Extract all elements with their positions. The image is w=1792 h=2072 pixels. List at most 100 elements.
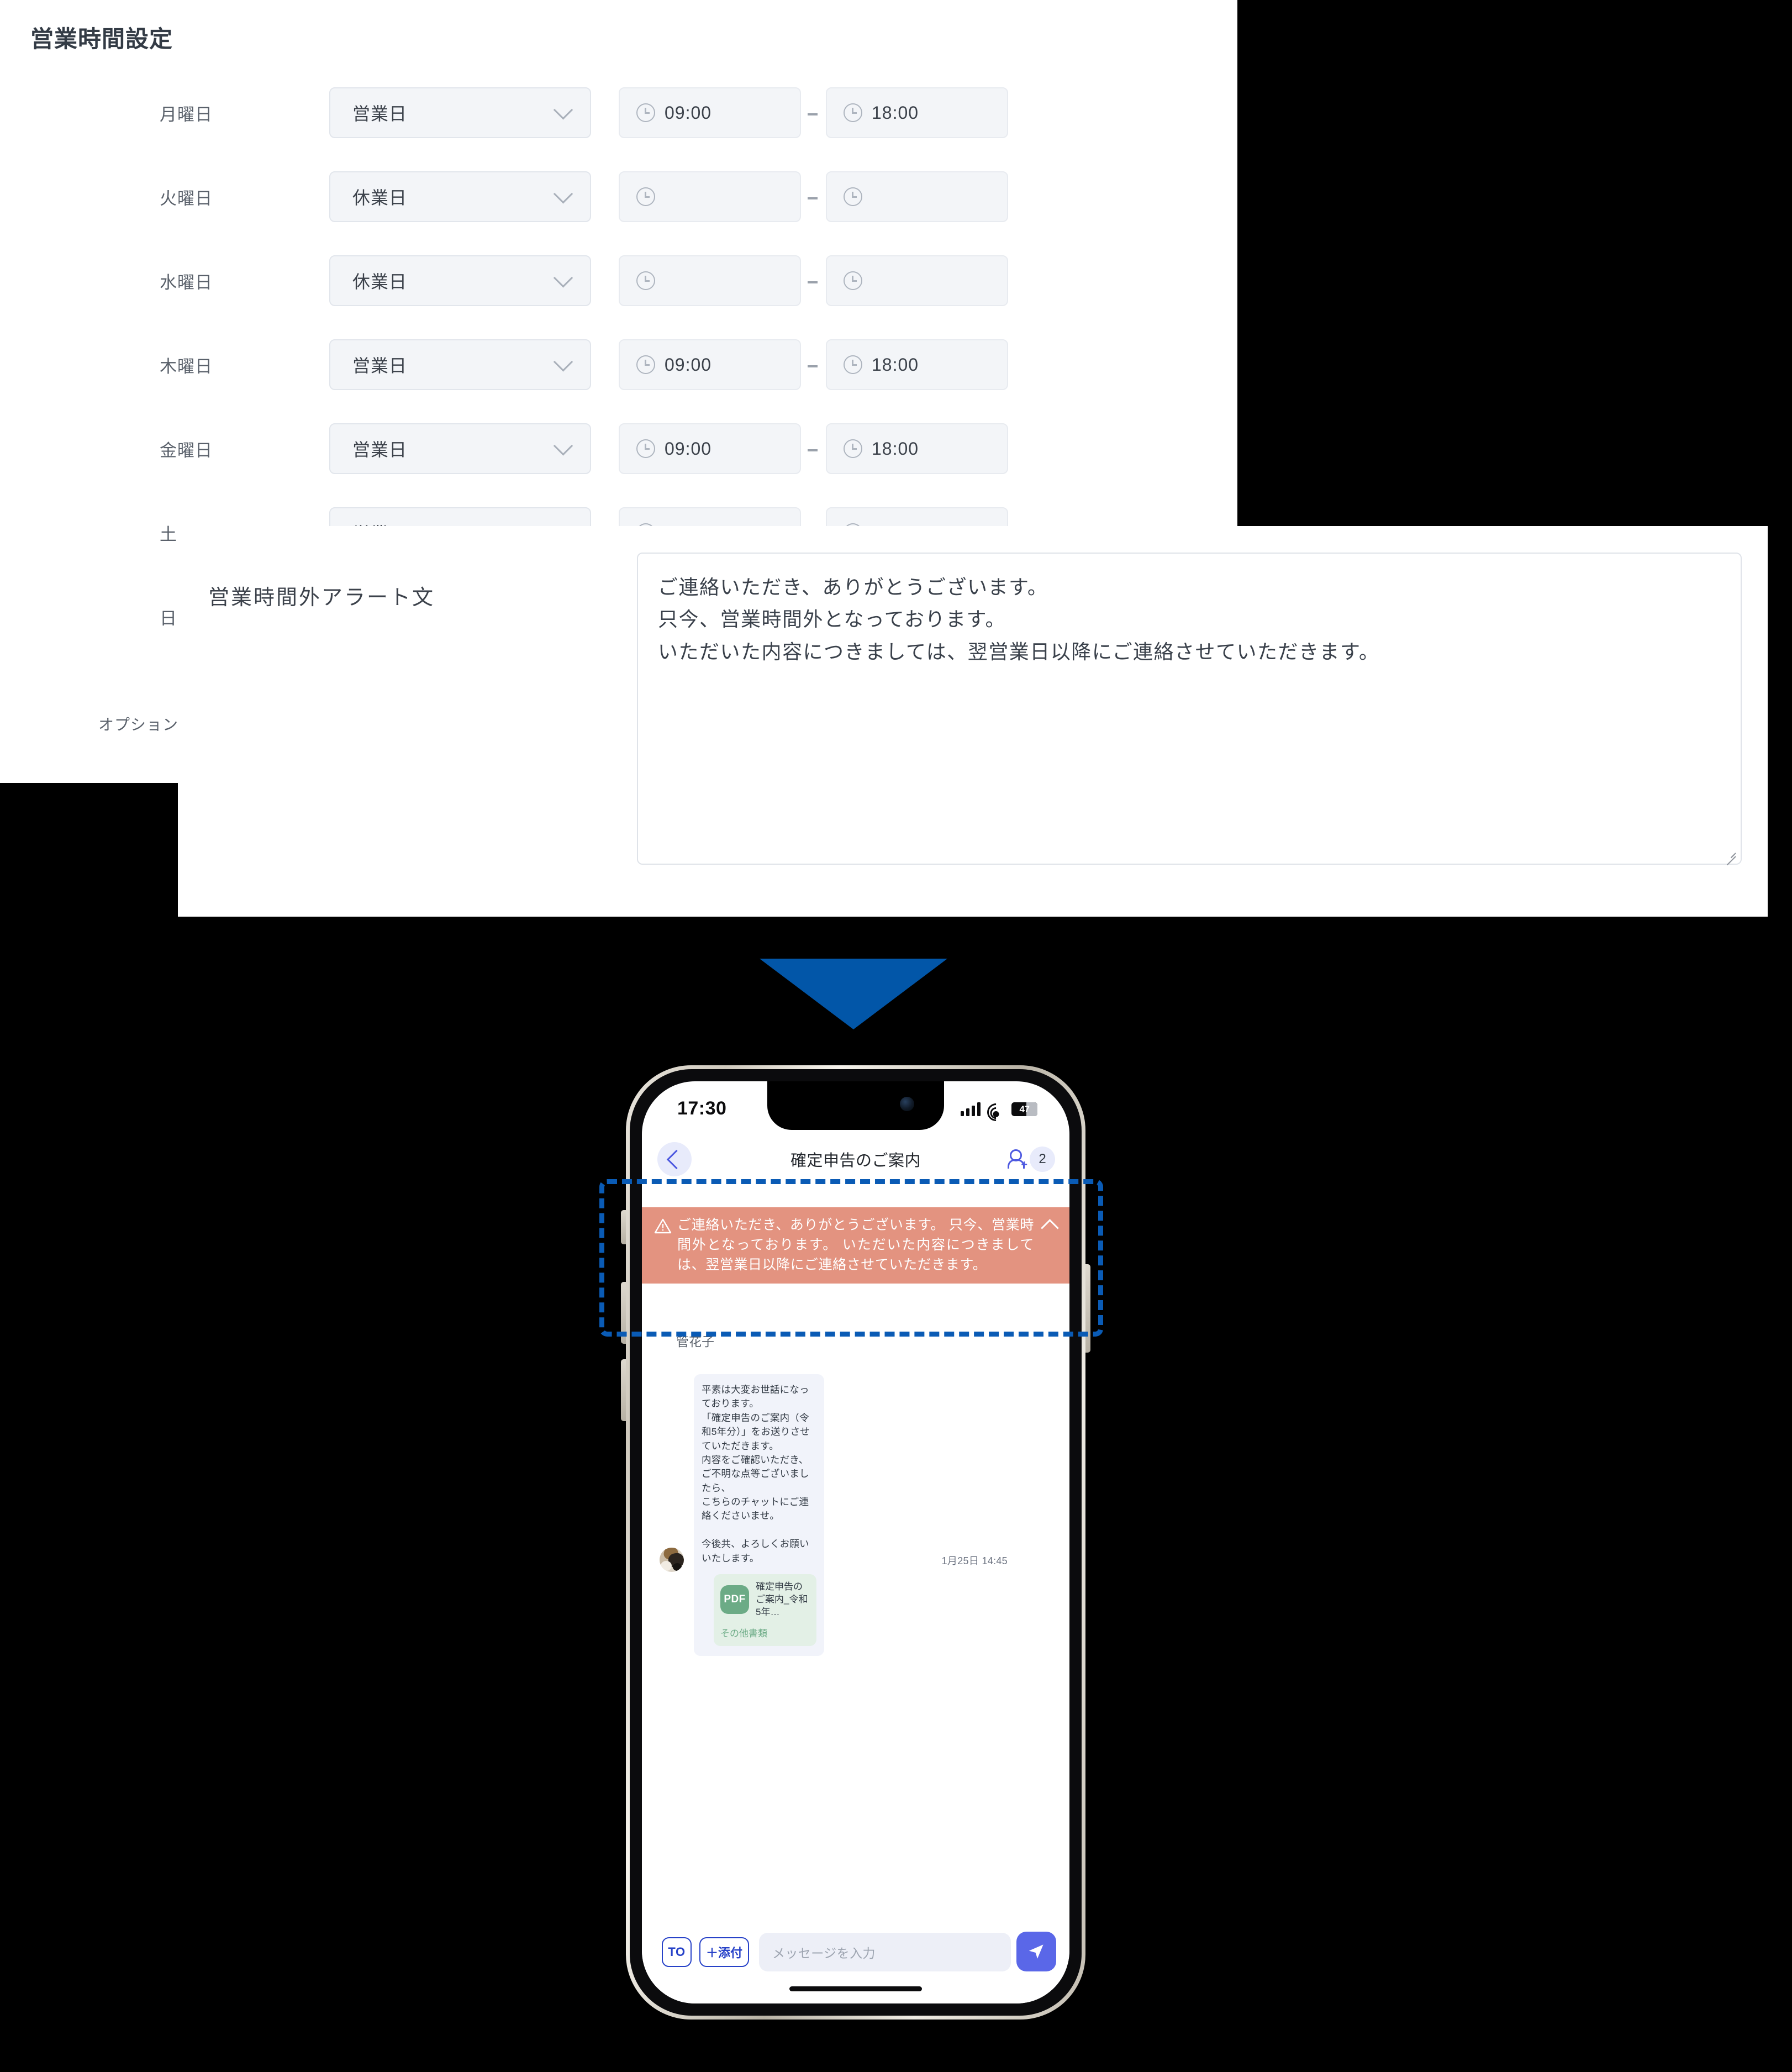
message-bubble[interactable]: 平素は大変お世話になっております。 「確定申告のご案内（令和5年分）」をお送りさ… xyxy=(694,1374,824,1656)
table-row: 月曜日 営業日 09:00 18:00 xyxy=(0,71,1237,155)
attach-file-button[interactable]: ＋添付 xyxy=(699,1937,749,1967)
phone-volume-down-button[interactable] xyxy=(621,1359,626,1421)
start-time-input-friday[interactable]: 09:00 xyxy=(619,423,801,474)
status-select-monday[interactable]: 営業日 xyxy=(329,87,591,138)
cellular-signal-icon xyxy=(961,1102,981,1116)
end-time-input-wednesday[interactable] xyxy=(826,255,1008,306)
phone-silent-switch[interactable] xyxy=(621,1210,626,1244)
out-of-hours-alert-banner[interactable]: ご連絡いただき、ありがとうございます。 只今、営業時間外となっております。 いた… xyxy=(642,1207,1069,1284)
day-label-thursday: 木曜日 xyxy=(160,356,213,376)
start-time-input-tuesday[interactable] xyxy=(619,171,801,222)
home-indicator xyxy=(789,1986,922,1991)
clock-icon xyxy=(636,355,655,374)
avatar[interactable] xyxy=(660,1548,684,1572)
alert-text-line-3: いただいた内容につきましては、翌営業日以降にご連絡させていただきます。 xyxy=(658,640,1380,663)
table-row: 水曜日 休業日 xyxy=(0,239,1237,323)
flow-arrow-down-icon xyxy=(760,959,947,1029)
end-time-input-friday[interactable]: 18:00 xyxy=(826,423,1008,474)
start-time-input-wednesday[interactable] xyxy=(619,255,801,306)
phone-mockup: 17:30 47 確定申告のご案内 xyxy=(621,1065,1090,2020)
time-range-separator xyxy=(808,449,818,451)
table-row: 木曜日 営業日 09:00 18:00 xyxy=(0,323,1237,407)
front-camera-icon xyxy=(900,1097,914,1111)
end-time-input-tuesday[interactable] xyxy=(826,171,1008,222)
chat-members[interactable]: + 2 xyxy=(1008,1147,1055,1172)
clock-icon xyxy=(636,103,655,122)
phone-frame: 17:30 47 確定申告のご案内 xyxy=(621,1065,1090,2020)
table-row: 金曜日 営業日 09:00 18:00 xyxy=(0,407,1237,491)
time-range-separator xyxy=(808,197,818,199)
battery-percent-label: 47 xyxy=(1019,1103,1030,1114)
end-time-value: 18:00 xyxy=(872,102,919,123)
status-select-friday[interactable]: 営業日 xyxy=(329,423,591,474)
battery-level-fill xyxy=(1026,1102,1037,1116)
file-attachment-card[interactable]: PDF 確定申告のご案内_令和5年… その他書類 xyxy=(714,1574,816,1646)
end-time-input-monday[interactable]: 18:00 xyxy=(826,87,1008,138)
chat-header: 確定申告のご案内 + 2 xyxy=(642,1135,1069,1183)
chat-title: 確定申告のご案内 xyxy=(790,1152,921,1170)
clock-icon xyxy=(636,439,655,458)
time-range-separator xyxy=(808,113,818,115)
time-range-separator xyxy=(808,281,818,283)
chevron-down-icon xyxy=(553,352,573,372)
page-title: 営業時間設定 xyxy=(30,26,173,52)
day-label-tuesday: 火曜日 xyxy=(160,188,213,208)
status-select-value: 休業日 xyxy=(352,272,408,292)
clock-icon xyxy=(844,439,862,458)
highlight-annotation-box xyxy=(599,1179,1103,1337)
back-button[interactable] xyxy=(657,1142,692,1176)
phone-screen: 17:30 47 確定申告のご案内 xyxy=(642,1081,1069,2003)
status-bar: 17:30 47 xyxy=(642,1081,1069,1135)
chevron-down-icon xyxy=(553,436,573,456)
status-select-value: 休業日 xyxy=(352,188,408,208)
table-row: 火曜日 休業日 xyxy=(0,155,1237,239)
start-time-input-monday[interactable]: 09:00 xyxy=(619,87,801,138)
chevron-down-icon xyxy=(553,268,573,288)
clock-icon xyxy=(636,271,655,290)
alert-text-textarea[interactable]: ご連絡いただき、ありがとうございます。 只今、営業時間外となっております。 いた… xyxy=(637,553,1742,866)
after-hours-alert-panel: 営業時間外アラート文 ご連絡いただき、ありがとうございます。 只今、営業時間外と… xyxy=(178,526,1768,917)
clock-icon xyxy=(844,103,862,122)
file-name-label: 確定申告のご案内_令和5年… xyxy=(756,1581,808,1617)
message-input-placeholder: メッセージを入力 xyxy=(772,1946,876,1960)
arrow-left-icon xyxy=(666,1149,686,1169)
alert-text-line-2: 只今、営業時間外となっております。 xyxy=(658,608,1006,631)
pdf-file-icon: PDF xyxy=(720,1585,749,1615)
phone-notch xyxy=(767,1081,944,1130)
status-select-wednesday[interactable]: 休業日 xyxy=(329,255,591,306)
day-label-monday: 月曜日 xyxy=(160,104,213,124)
clock-icon xyxy=(636,187,655,206)
list-item: 平素は大変お世話になっております。 「確定申告のご案内（令和5年分）」をお送りさ… xyxy=(642,1374,1069,1656)
day-label-wednesday: 水曜日 xyxy=(160,272,213,292)
status-bar-clock: 17:30 xyxy=(677,1098,727,1119)
member-count-badge: 2 xyxy=(1030,1147,1055,1172)
status-select-value: 営業日 xyxy=(352,440,408,460)
phone-bezel: 17:30 47 確定申告のご案内 xyxy=(630,1069,1082,2016)
status-select-thursday[interactable]: 営業日 xyxy=(329,339,591,390)
phone-volume-up-button[interactable] xyxy=(621,1282,626,1344)
warning-triangle-icon xyxy=(654,1218,672,1234)
chat-message-list[interactable]: 平素は大変お世話になっております。 「確定申告のご案内（令和5年分）」をお送りさ… xyxy=(642,1359,1069,1921)
file-category-label: その他書類 xyxy=(720,1628,767,1639)
status-bar-indicators: 47 xyxy=(961,1098,1037,1125)
option-label: オプション xyxy=(98,716,179,733)
wifi-icon xyxy=(983,1100,1009,1125)
phone-power-button[interactable] xyxy=(1085,1264,1090,1353)
send-button[interactable] xyxy=(1016,1932,1056,1971)
message-input[interactable]: メッセージを入力 xyxy=(759,1933,1011,1971)
status-select-value: 営業日 xyxy=(352,356,408,376)
start-time-input-thursday[interactable]: 09:00 xyxy=(619,339,801,390)
alert-banner-text: ご連絡いただき、ありがとうございます。 只今、営業時間外となっております。 いた… xyxy=(677,1217,1034,1272)
status-select-tuesday[interactable]: 休業日 xyxy=(329,171,591,222)
end-time-input-thursday[interactable]: 18:00 xyxy=(826,339,1008,390)
battery-icon: 47 xyxy=(1011,1102,1037,1116)
start-time-value: 09:00 xyxy=(665,354,712,375)
recipient-to-button[interactable]: TO xyxy=(662,1937,692,1967)
end-time-value: 18:00 xyxy=(872,354,919,375)
message-input-bar: TO ＋添付 メッセージを入力 xyxy=(642,1921,1069,2003)
resize-handle-icon[interactable] xyxy=(1721,845,1736,866)
add-person-icon: + xyxy=(1008,1148,1027,1170)
start-time-value: 09:00 xyxy=(665,102,712,123)
send-paper-plane-icon xyxy=(1029,1944,1043,1959)
chevron-down-icon xyxy=(553,184,573,204)
